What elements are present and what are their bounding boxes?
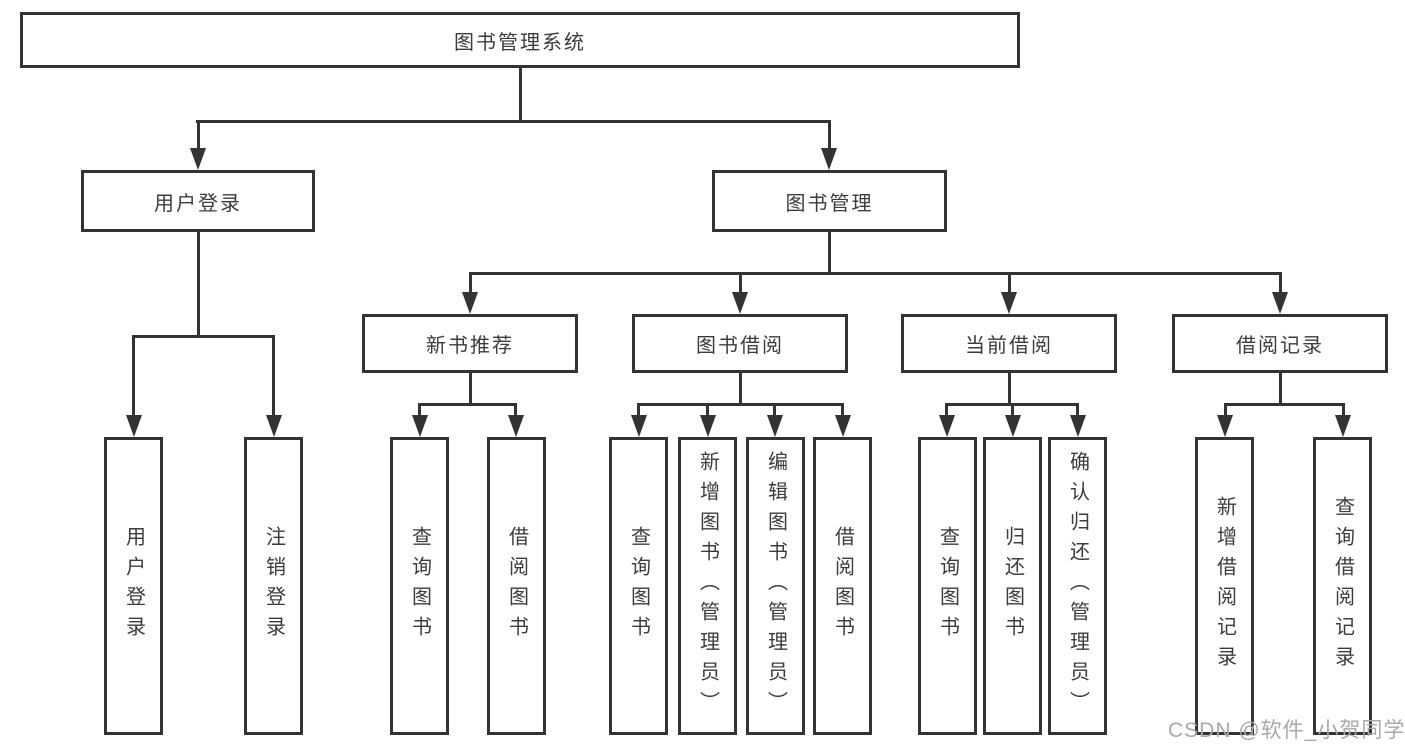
connector-drop-cb-return [1011, 403, 1014, 415]
arrowhead-login-leaf [126, 415, 142, 437]
connector-borrow-record-stem [1279, 373, 1282, 403]
leaf-cb-return-book: 归还图书 [983, 437, 1042, 735]
node-current-borrow-label: 当前借阅 [965, 335, 1053, 357]
arrowhead-bb-query [631, 415, 647, 437]
leaf-cb-query-book-label: 查询图书 [936, 526, 959, 646]
connector-user-login-rail [132, 335, 275, 338]
arrowhead-bb-add [700, 415, 716, 437]
arrowhead-br-query [1335, 415, 1351, 437]
arrowhead-logout-leaf [266, 415, 282, 437]
node-borrow-record-label: 借阅记录 [1236, 335, 1324, 357]
leaf-bb-query-book-label: 查询图书 [627, 526, 650, 646]
connector-drop-nb-query [418, 403, 421, 415]
connector-drop-new-book [469, 272, 472, 292]
connector-level3-rail [469, 272, 1282, 275]
connector-new-book-stem [469, 373, 472, 403]
node-user-login-label: 用户登录 [154, 192, 242, 215]
connector-drop-bb-add [706, 403, 709, 415]
connector-drop-cb-query [945, 403, 948, 415]
arrowhead-borrow-record [1272, 292, 1288, 314]
connector-user-login-stem [197, 232, 200, 335]
arrowhead-br-add [1217, 415, 1233, 437]
leaf-bb-add-book-admin-label: 新增图书（管理员） [696, 451, 719, 721]
connector-book-mgmt-stem [828, 232, 831, 272]
leaf-bb-query-book: 查询图书 [609, 437, 668, 735]
node-borrow-record: 借阅记录 [1172, 314, 1388, 373]
node-book-borrow-label: 图书借阅 [696, 335, 784, 357]
leaf-nb-query-book: 查询图书 [390, 437, 449, 735]
connector-drop-bb-query [637, 403, 640, 415]
node-book-borrow: 图书借阅 [632, 314, 848, 373]
arrowhead-cb-confirm [1070, 415, 1086, 437]
arrowhead-current-borrow [1001, 292, 1017, 314]
leaf-cb-return-book-label: 归还图书 [1001, 526, 1024, 646]
leaf-bb-edit-book-admin-label: 编辑图书（管理员） [764, 451, 787, 721]
node-root-label: 图书管理系统 [454, 31, 586, 54]
arrowhead-nb-query [412, 415, 428, 437]
leaf-cb-query-book: 查询图书 [918, 437, 977, 735]
connector-drop-bb-edit [773, 403, 776, 415]
connector-drop-logout-leaf [272, 335, 275, 415]
arrowhead-cb-query [939, 415, 955, 437]
connector-drop-login-leaf [132, 335, 135, 415]
leaf-user-login-label: 用户登录 [122, 526, 145, 646]
leaf-bb-add-book-admin: 新增图书（管理员） [678, 437, 737, 735]
node-book-mgmt-label: 图书管理 [785, 192, 874, 215]
connector-drop-cb-confirm [1076, 403, 1079, 415]
connector-borrow-record-rail [1224, 403, 1345, 406]
leaf-logout-label: 注销登录 [262, 526, 285, 646]
arrowhead-bb-borrow [835, 415, 851, 437]
leaf-bb-edit-book-admin: 编辑图书（管理员） [746, 437, 805, 735]
connector-drop-user-login [197, 120, 200, 148]
connector-drop-book-borrow [739, 272, 742, 292]
leaf-nb-borrow-book: 借阅图书 [487, 437, 546, 735]
connector-book-borrow-stem [739, 373, 742, 403]
node-book-mgmt: 图书管理 [712, 170, 947, 232]
leaf-nb-query-book-label: 查询图书 [408, 526, 431, 646]
leaf-bb-borrow-book-label: 借阅图书 [831, 526, 854, 646]
node-new-book-rec-label: 新书推荐 [426, 335, 514, 357]
leaf-cb-confirm-return-admin: 确认归还（管理员） [1048, 437, 1107, 735]
connector-new-book-rail [418, 403, 517, 406]
node-user-login: 用户登录 [81, 170, 315, 232]
connector-root-stem [519, 68, 522, 120]
watermark: CSDN @软件_小贺同学 [1168, 719, 1405, 742]
connector-drop-borrow-record [1279, 272, 1282, 292]
connector-current-borrow-stem [1008, 373, 1011, 403]
arrowhead-nb-borrow [508, 415, 524, 437]
arrowhead-bb-edit [767, 415, 783, 437]
connector-drop-br-add [1224, 403, 1227, 415]
leaf-br-query-record-label: 查询借阅记录 [1331, 496, 1354, 676]
arrowhead-user-login [190, 148, 206, 170]
node-root: 图书管理系统 [20, 12, 1020, 68]
leaf-logout: 注销登录 [244, 437, 303, 735]
connector-drop-br-query [1342, 403, 1345, 415]
connector-root-rail [196, 120, 830, 123]
arrowhead-new-book [462, 292, 478, 314]
node-current-borrow: 当前借阅 [901, 314, 1117, 373]
leaf-br-add-record: 新增借阅记录 [1195, 437, 1254, 735]
connector-drop-book-mgmt [828, 120, 831, 148]
arrowhead-cb-return [1005, 415, 1021, 437]
leaf-user-login: 用户登录 [104, 437, 163, 735]
leaf-br-add-record-label: 新增借阅记录 [1213, 496, 1236, 676]
connector-drop-bb-borrow [841, 403, 844, 415]
leaf-nb-borrow-book-label: 借阅图书 [505, 526, 528, 646]
leaf-cb-confirm-return-admin-label: 确认归还（管理员） [1066, 451, 1089, 721]
node-new-book-rec: 新书推荐 [362, 314, 578, 373]
connector-drop-current-borrow [1008, 272, 1011, 292]
leaf-bb-borrow-book: 借阅图书 [813, 437, 872, 735]
connector-book-borrow-rail [637, 403, 844, 406]
arrowhead-book-borrow [732, 292, 748, 314]
leaf-br-query-record: 查询借阅记录 [1313, 437, 1372, 735]
connector-drop-nb-borrow [514, 403, 517, 415]
arrowhead-book-mgmt [821, 148, 837, 170]
